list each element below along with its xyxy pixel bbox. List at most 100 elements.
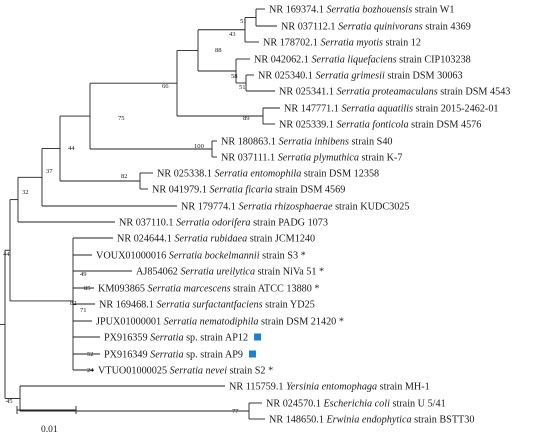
leaf-species: Serratia grimesii xyxy=(315,71,385,82)
leaf-label-aqu: NR 147771.1 Serratia aquatilis strain 20… xyxy=(284,104,499,115)
leaf-strain: strain NiVa 51 * xyxy=(255,267,324,278)
leaf-species: Serratia marcescens xyxy=(148,284,231,295)
leaf-label-w1: NR 169374.1 Serratia bozhouensis strain … xyxy=(269,5,454,16)
leaf-accession: NR 178702.1 xyxy=(263,38,320,49)
bootstrap-value: 44 xyxy=(3,251,10,258)
leaf-label-ap12: PX916359 Serratia sp. strain AP12 xyxy=(104,333,248,344)
leaf-accession: NR 169374.1 xyxy=(269,5,326,16)
leaf-accession: NR 024570.1 xyxy=(266,399,323,410)
leaf-label-rhi: NR 179774.1 Serratia rhizosphaerae strai… xyxy=(181,202,409,213)
leaf-strain: strain K-7 xyxy=(359,153,403,164)
leaf-strain: strain S40 xyxy=(349,137,393,148)
leaf-label-inh: NR 180863.1 Serratia inhibens strain S40 xyxy=(221,137,393,148)
leaf-species: Serratia proteamaculans xyxy=(336,87,437,98)
leaf-strain: strain JCM1240 xyxy=(247,234,315,245)
leaf-accession: KM093865 xyxy=(98,284,148,295)
leaf-species: Serratia quinivorans xyxy=(338,22,423,33)
bootstrap-value: 88 xyxy=(215,47,222,54)
leaf-species: Serratia bockelmannii xyxy=(169,251,260,262)
leaf-strain: strain DSM 4543 xyxy=(438,87,511,98)
leaf-label-nem: JPUX01000001 Serratia nematodiphila stra… xyxy=(96,317,344,328)
leaf-label-pro: NR 025341.1 Serratia proteamaculans stra… xyxy=(279,87,510,98)
leaf-accession: NR 024644.1 xyxy=(117,234,174,245)
leaf-label-ent: NR 025338.1 Serratia entomophila strain … xyxy=(157,169,379,180)
leaf-label-boc: VOUX01000016 Serratia bockelmannii strai… xyxy=(96,251,306,262)
bootstrap-value: 77 xyxy=(232,408,239,415)
leaf-strain: strain U 5/41 xyxy=(390,399,446,410)
scale-bar: 0.01 xyxy=(16,406,77,435)
leaf-label-liq: NR 042062.1 Serratia liquefaciens strain… xyxy=(254,55,471,66)
leaf-strain: strain DSM 21420 * xyxy=(258,317,343,328)
leaf-label-erw: NR 148650.1 Erwinia endophytica strain B… xyxy=(269,415,474,426)
leaf-strain: strain DSM 4569 xyxy=(273,185,346,196)
bootstrap-value: 45 xyxy=(6,398,13,405)
leaf-label-my12: NR 178702.1 Serratia myotis strain 12 xyxy=(263,38,421,49)
leaf-accession: JPUX01000001 xyxy=(96,317,164,328)
bootstrap-value: 51 xyxy=(240,18,247,25)
leaf-accession: NR 179774.1 xyxy=(181,202,238,213)
leaf-species: Serratia xyxy=(150,333,183,344)
leaf-species: Erwinia endophytica xyxy=(325,415,411,426)
bootstrap-value: 66 xyxy=(162,83,169,90)
leaf-accession: NR 025339.1 xyxy=(279,120,336,131)
leaf-species: Serratia xyxy=(150,350,183,361)
leaf-strain: sp. strain AP9 xyxy=(184,350,243,361)
leaf-species: Serratia ficaria xyxy=(209,185,272,196)
leaf-label-nev: VTUO01000025 Serratia nevei strain S2 * xyxy=(98,366,273,377)
leaf-strain: strain DSM 12358 xyxy=(301,169,379,180)
leaf-accession: VTUO01000025 xyxy=(98,366,170,377)
leaf-species: Escherichia coli xyxy=(322,399,390,410)
leaf-label-q4369: NR 037112.1 Serratia quinivorans strain … xyxy=(281,22,471,33)
bootstrap-value: 89 xyxy=(243,115,250,122)
leaf-strain: strain CIP103238 xyxy=(397,55,471,66)
leaf-accession: NR 037112.1 xyxy=(281,22,338,33)
bootstrap-value: 44 xyxy=(68,145,75,152)
bootstrap-value: 58 xyxy=(231,73,238,80)
leaf-label-mar: KM093865 Serratia marcescens strain ATCC… xyxy=(98,284,320,295)
bootstrap-value: 71 xyxy=(80,307,87,314)
leaf-accession: NR 037111.1 xyxy=(221,153,278,164)
leaf-accession: NR 025338.1 xyxy=(157,169,214,180)
scale-bar-label: 0.01 xyxy=(41,425,58,435)
leaf-species: Serratia surfactantfaciens xyxy=(156,300,262,311)
leaf-accession: PX916359 xyxy=(104,333,150,344)
leaf-label-rub: NR 024644.1 Serratia rubidaea strain JCM… xyxy=(117,234,315,245)
leaf-label-fic: NR 041979.1 Serratia ficaria strain DSM … xyxy=(152,185,345,196)
leaf-accession: NR 115759.1 xyxy=(229,382,286,393)
leaf-species: Serratia rubidaea xyxy=(174,234,247,245)
bootstrap-value: 82 xyxy=(121,173,128,180)
leaf-accession: NR 041979.1 xyxy=(152,185,209,196)
leaf-strain: strain 12 xyxy=(383,38,421,49)
leaf-strain: strain DSM 30063 xyxy=(385,71,463,82)
leaf-labels: NR 169374.1 Serratia bozhouensis strain … xyxy=(96,5,510,426)
leaf-accession: NR 025340.1 xyxy=(258,71,315,82)
leaf-species: Serratia odorifera xyxy=(176,218,250,229)
leaf-strain: strain BSTT30 xyxy=(412,415,475,426)
leaf-species: Serratia myotis xyxy=(320,38,383,49)
leaf-accession: NR 025341.1 xyxy=(279,87,336,98)
bootstrap-value: 52 xyxy=(87,351,94,358)
leaf-label-fon: NR 025339.1 Serratia fonticola strain DS… xyxy=(279,120,481,131)
leaf-accession: PX916349 xyxy=(104,350,150,361)
bootstrap-value: 37 xyxy=(46,168,53,175)
leaf-accession: NR 037110.1 xyxy=(119,218,176,229)
leaf-strain: strain PADG 1073 xyxy=(251,218,328,229)
leaf-label-sur: NR 169468.1 Serratia surfactantfaciens s… xyxy=(99,300,315,311)
bootstrap-value: 75 xyxy=(118,115,125,122)
leaf-label-gri: NR 025340.1 Serratia grimesii strain DSM… xyxy=(258,71,463,82)
leaf-label-ap9: PX916349 Serratia sp. strain AP9 xyxy=(104,350,243,361)
leaf-strain: strain ATCC 13880 * xyxy=(231,284,320,295)
bootstrap-value: 51 xyxy=(239,84,246,91)
bootstrap-value: 85 xyxy=(84,285,91,292)
bootstrap-value: 32 xyxy=(22,189,29,196)
leaf-strain: strain S2 * xyxy=(227,366,273,377)
bootstrap-value: 24 xyxy=(87,367,94,374)
bootstrap-value: 82 xyxy=(70,300,77,307)
leaf-species: Serratia bozhouensis xyxy=(326,5,412,16)
leaf-label-esc: NR 024570.1 Escherichia coli strain U 5/… xyxy=(266,399,446,410)
bootstrap-value: 49 xyxy=(80,271,87,278)
leaf-accession: NR 148650.1 xyxy=(269,415,326,426)
leaf-label-ply: NR 037111.1 Serratia plymuthica strain K… xyxy=(221,153,403,164)
isolate-marker-square xyxy=(254,333,262,341)
